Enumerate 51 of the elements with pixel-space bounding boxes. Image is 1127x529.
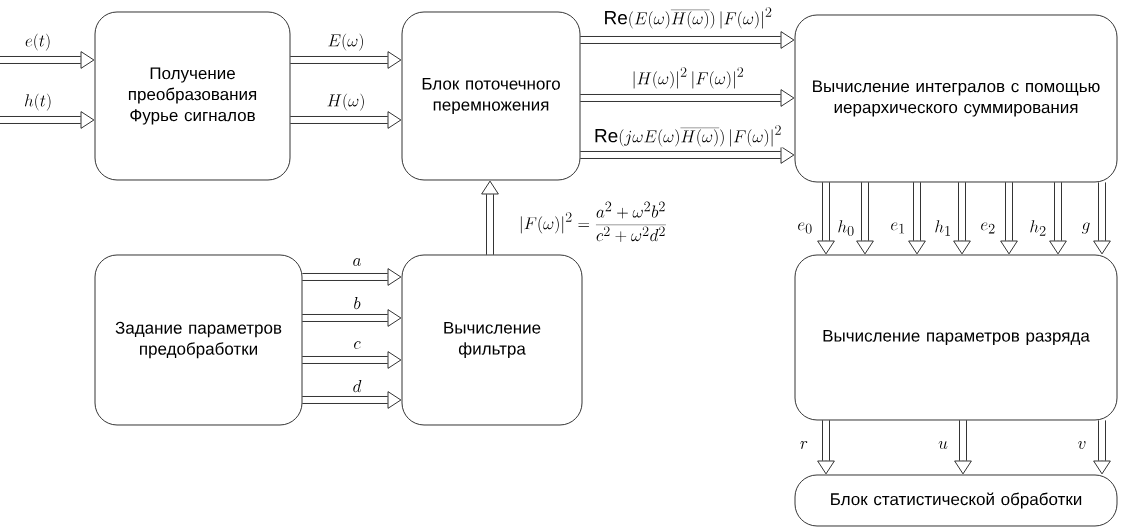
edge-label: $d$	[351, 379, 363, 393]
double-arrow	[580, 89, 795, 107]
process-box: Получение преобразования Фурье сигналов	[94, 11, 291, 181]
double-arrow	[580, 31, 795, 49]
double-arrow	[0, 51, 95, 69]
edge-label: $h_1$	[933, 219, 953, 237]
edge-label: $\left|H(\omega)\right|^2\left|F(\omega)\right|^2$	[630, 66, 746, 90]
edge-label: $c$	[352, 340, 362, 350]
double-arrow	[302, 351, 402, 369]
double-arrow	[856, 182, 874, 255]
double-arrow	[1049, 182, 1067, 255]
edge-label: $E(\omega)$	[326, 32, 366, 52]
double-arrow	[580, 146, 795, 164]
edge-label: $r$	[798, 440, 810, 450]
double-arrow	[302, 309, 402, 327]
edge-label: $\left|F(\omega)\right|^2=\frac{a^2+\omega^2b^2}{c^2+\omega^2d^2}$	[517, 200, 669, 244]
double-arrow	[302, 268, 402, 286]
double-arrow	[1000, 182, 1018, 255]
edge-label: $\mathrm{Re}(E(\omega)\overline{H(\omega)})\left|F(\omega)\right|^2$	[602, 6, 774, 30]
double-arrow	[817, 182, 835, 255]
double-arrow	[290, 51, 402, 69]
edge-label: $H(\omega)$	[325, 92, 367, 112]
double-arrow	[954, 420, 972, 475]
edge-label: $e(t)$	[23, 32, 53, 52]
double-arrow	[817, 420, 835, 475]
edge-label: $g$	[1080, 221, 1092, 235]
process-box: Блок статистической обработки	[794, 474, 1118, 527]
edge-label: $b$	[352, 296, 362, 310]
process-box: Вычисление фильтра	[401, 254, 583, 426]
double-arrow	[290, 111, 402, 129]
edge-label: $h(t)$	[22, 92, 54, 112]
double-arrow	[1093, 420, 1111, 475]
edge-label: $e_1$	[889, 221, 907, 235]
edge-label: $e_0$	[796, 221, 814, 235]
double-arrow	[1093, 182, 1111, 255]
edge-label: $\mathrm{Re}(j\omega E(\omega)\overline{H(\omega)})\left|F(\omega)\right|^2$	[593, 124, 784, 148]
edge-label: $a$	[351, 257, 363, 267]
edge-label: $e_2$	[979, 221, 997, 235]
double-arrow	[0, 111, 95, 129]
double-arrow	[481, 180, 499, 255]
process-box: Вычисление параметров разряда	[794, 254, 1118, 421]
edge-label: $h_0$	[836, 219, 856, 237]
double-arrow	[908, 182, 926, 255]
double-arrow	[953, 182, 971, 255]
edge-label: $v$	[1076, 440, 1088, 450]
process-box: Задание параметров предобработки	[94, 254, 303, 426]
edge-label: $u$	[937, 440, 949, 450]
edge-label: $h_2$	[1028, 219, 1048, 237]
process-box: Блок поточечного перемножения	[401, 11, 581, 181]
double-arrow	[302, 391, 402, 409]
process-box: Вычисление интегралов с помощью иерархического суммирования	[794, 14, 1118, 183]
